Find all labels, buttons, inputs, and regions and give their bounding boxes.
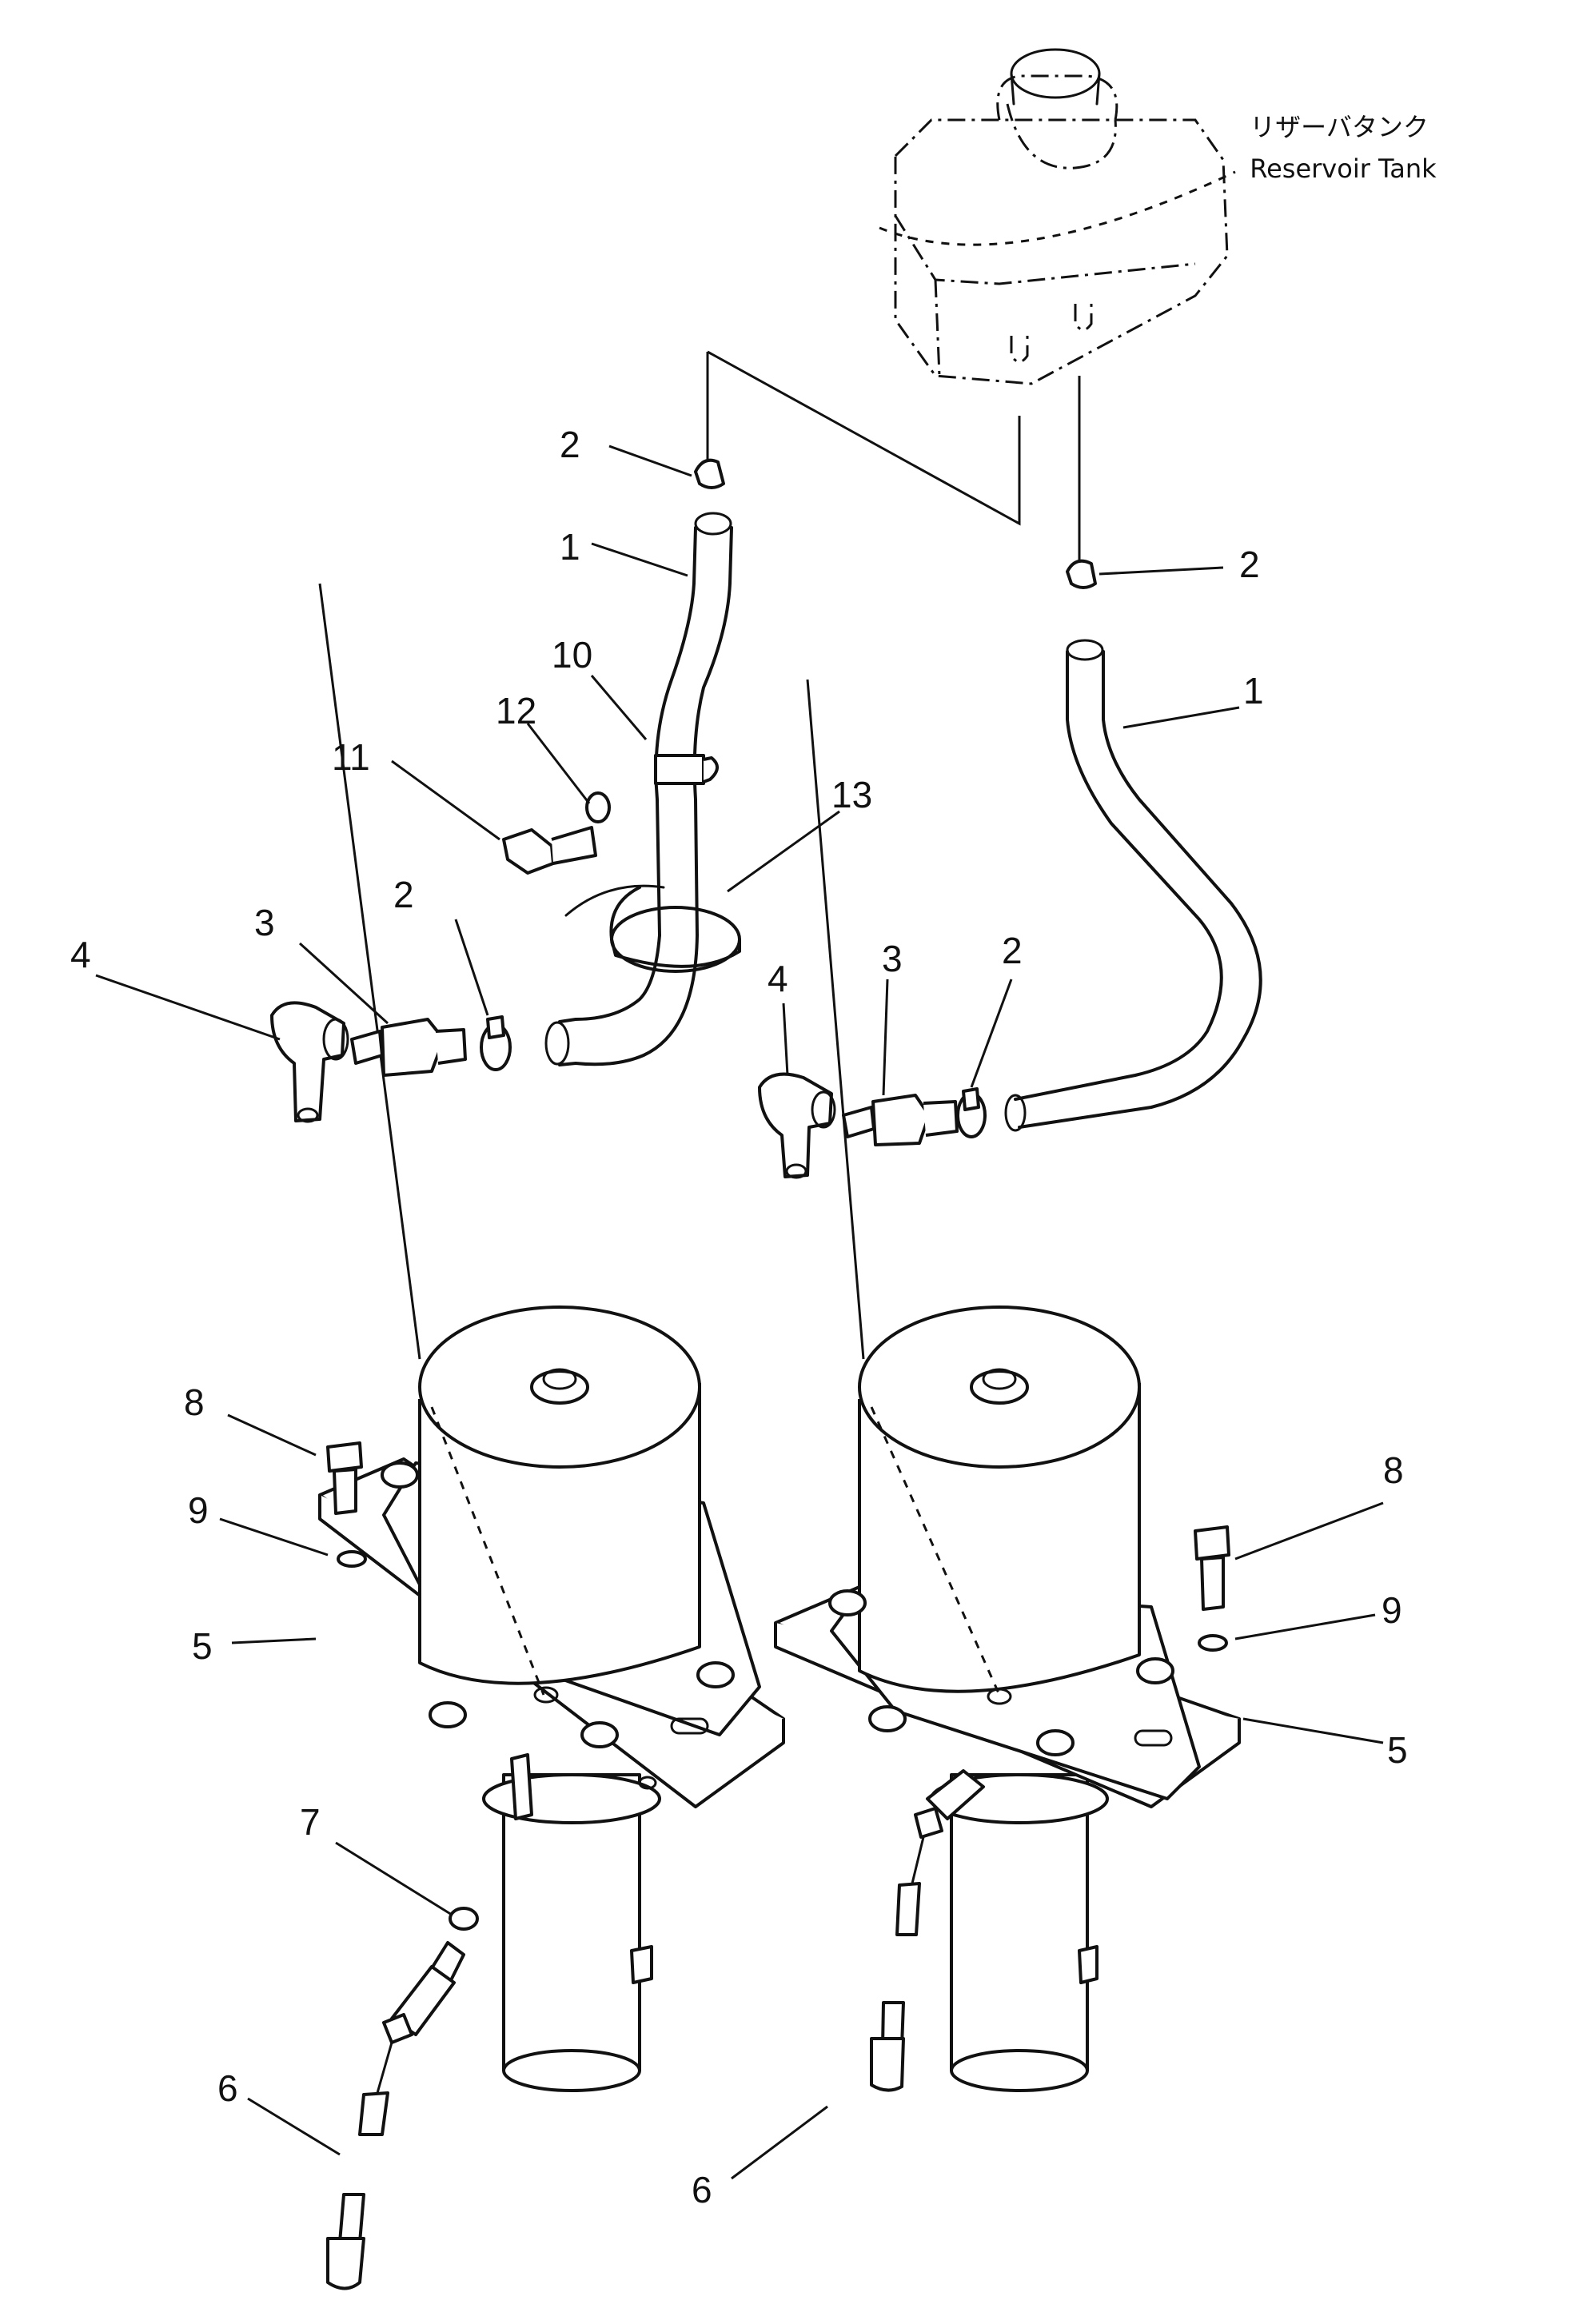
callout-5: 5 (192, 1625, 213, 1667)
reservoir-tank-label: リザーバタンク Reservoir Tank (1250, 112, 1437, 184)
callout-4: 4 (70, 934, 91, 975)
callout-8: 8 (1383, 1449, 1404, 1491)
callout-numbers: 2 1 2 1 10 12 11 13 2 2 3 3 4 4 8 8 9 9 … (70, 424, 1408, 2210)
callout-8: 8 (184, 1381, 205, 1423)
callout-1: 1 (560, 526, 580, 568)
reservoir-label-jp: リザーバタンク (1250, 112, 1429, 142)
elbow-left (270, 1001, 349, 1123)
right-pump (774, 1306, 1241, 2092)
reservoir-tank (879, 48, 1236, 385)
reservoir-label-en: Reservoir Tank (1250, 153, 1437, 184)
bolt-8-left (326, 1441, 363, 1515)
callout-2: 2 (1002, 930, 1023, 971)
callout-1: 1 (1243, 670, 1264, 712)
callout-13: 13 (831, 774, 872, 815)
left-pump (318, 1306, 785, 2092)
callout-9: 9 (1382, 1589, 1402, 1631)
callout-2: 2 (560, 424, 580, 465)
routing-lines (318, 350, 1081, 1360)
callout-10: 10 (552, 634, 592, 676)
callout-9: 9 (188, 1489, 209, 1531)
washer-9-right (1198, 1634, 1228, 1652)
hose-clamp-right-bottom (956, 1087, 987, 1138)
callout-12: 12 (496, 690, 536, 731)
callout-7: 7 (300, 1801, 321, 1843)
left-hose (544, 512, 733, 1066)
grommet-13 (564, 884, 741, 973)
callout-3: 3 (254, 902, 275, 943)
callout-4: 4 (768, 958, 788, 999)
leader-lines (95, 444, 1384, 2180)
callout-5: 5 (1387, 1729, 1408, 1771)
callout-6: 6 (217, 2067, 238, 2109)
right-hose (1004, 639, 1262, 1132)
sensor-left (326, 1941, 465, 2290)
callout-2: 2 (1239, 544, 1260, 585)
bolt-11 (502, 826, 597, 875)
elbow-right (758, 1072, 836, 1179)
washer-12 (585, 791, 611, 823)
pipe-bracket-10 (654, 754, 719, 785)
sensor-right (870, 1769, 985, 2092)
bolt-8-right (1194, 1525, 1230, 1611)
hose-clamp-left-top (694, 458, 725, 489)
hose-clamp-right-top (1066, 559, 1097, 589)
callout-2: 2 (393, 874, 414, 915)
washer-9-left (337, 1550, 367, 1568)
callout-6: 6 (692, 2169, 712, 2210)
callout-3: 3 (882, 938, 903, 979)
hose-clamp-left-bottom (480, 1015, 512, 1071)
connector-left (350, 1018, 467, 1077)
connector-right (842, 1094, 959, 1146)
o-ring-7 (449, 1907, 479, 1931)
callout-11: 11 (332, 736, 370, 778)
